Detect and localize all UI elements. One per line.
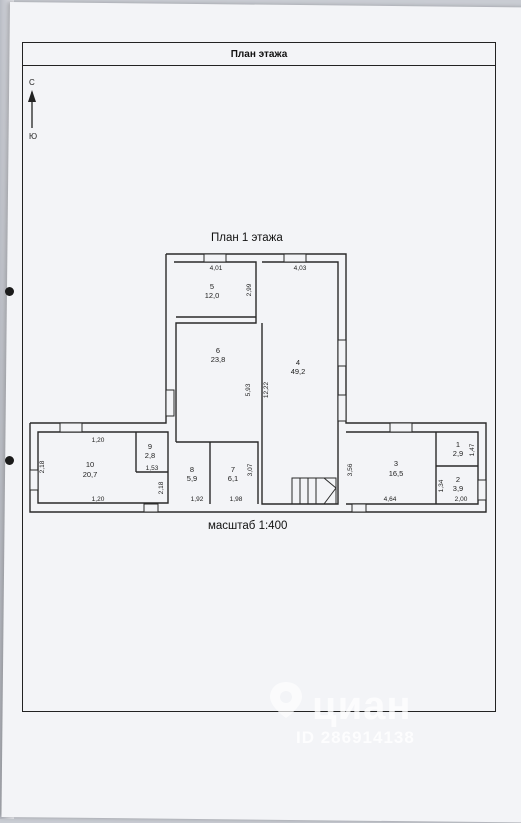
- plan-title: План 1 этажа: [211, 232, 283, 244]
- dimension-label: 1,34: [438, 479, 445, 492]
- room-area: 3,9: [453, 484, 463, 493]
- dimension-label: 1,53: [146, 465, 159, 472]
- room-area: 6,1: [228, 474, 238, 483]
- room-number: 7: [231, 465, 235, 474]
- dimension-label: 2,18: [39, 460, 46, 473]
- room-area: 16,5: [389, 469, 404, 478]
- dimension-label: 1,98: [230, 496, 243, 503]
- room-area: 49,2: [291, 367, 306, 376]
- room-area: 12,0: [205, 291, 220, 300]
- binder-hole: [5, 287, 14, 296]
- room-number: 4: [296, 358, 300, 367]
- room-area: 2,9: [453, 449, 463, 458]
- room-number: 10: [86, 460, 94, 469]
- room-number: 3: [394, 459, 398, 468]
- room-number: 1: [456, 440, 460, 449]
- room-number: 9: [148, 442, 152, 451]
- room-area: 5,9: [187, 474, 197, 483]
- watermark-brand: циан: [312, 684, 412, 728]
- dimension-label: 1,20: [92, 496, 105, 503]
- dimension-label: 3,56: [347, 463, 354, 476]
- room-number: 8: [190, 465, 194, 474]
- sheet-title: План этажа: [23, 43, 495, 66]
- room-number: 6: [216, 346, 220, 355]
- dimension-label: 2,99: [246, 283, 253, 296]
- dimension-label: 3,07: [247, 463, 254, 476]
- dimension-label: 4,01: [210, 265, 223, 272]
- drawing-frame: План этажа: [22, 42, 496, 712]
- binder-hole: [5, 456, 14, 465]
- compass-north-label: С: [29, 78, 35, 87]
- room-area: 20,7: [83, 470, 98, 479]
- dimension-label: 4,03: [294, 265, 307, 272]
- dimension-label: 1,92: [191, 496, 204, 503]
- dimension-label: 5,93: [245, 383, 252, 396]
- compass-icon: С Ю: [27, 78, 41, 148]
- dimension-label: 2,00: [455, 496, 468, 503]
- compass-south-label: Ю: [29, 132, 38, 141]
- dimension-label: 2,18: [158, 481, 165, 494]
- room-number: 2: [456, 475, 460, 484]
- room-number: 5: [210, 282, 214, 291]
- room-area: 2,8: [145, 451, 155, 460]
- room-area: 23,8: [211, 355, 226, 364]
- dimension-label: 12,22: [263, 381, 270, 398]
- scale-label: масштаб 1:400: [208, 520, 288, 532]
- dimension-label: 1,47: [469, 443, 476, 456]
- watermark-id: ID 286914138: [296, 728, 415, 747]
- dimension-label: 1,20: [92, 437, 105, 444]
- dimension-label: 4,64: [384, 496, 397, 503]
- cian-logo-icon: [270, 682, 302, 718]
